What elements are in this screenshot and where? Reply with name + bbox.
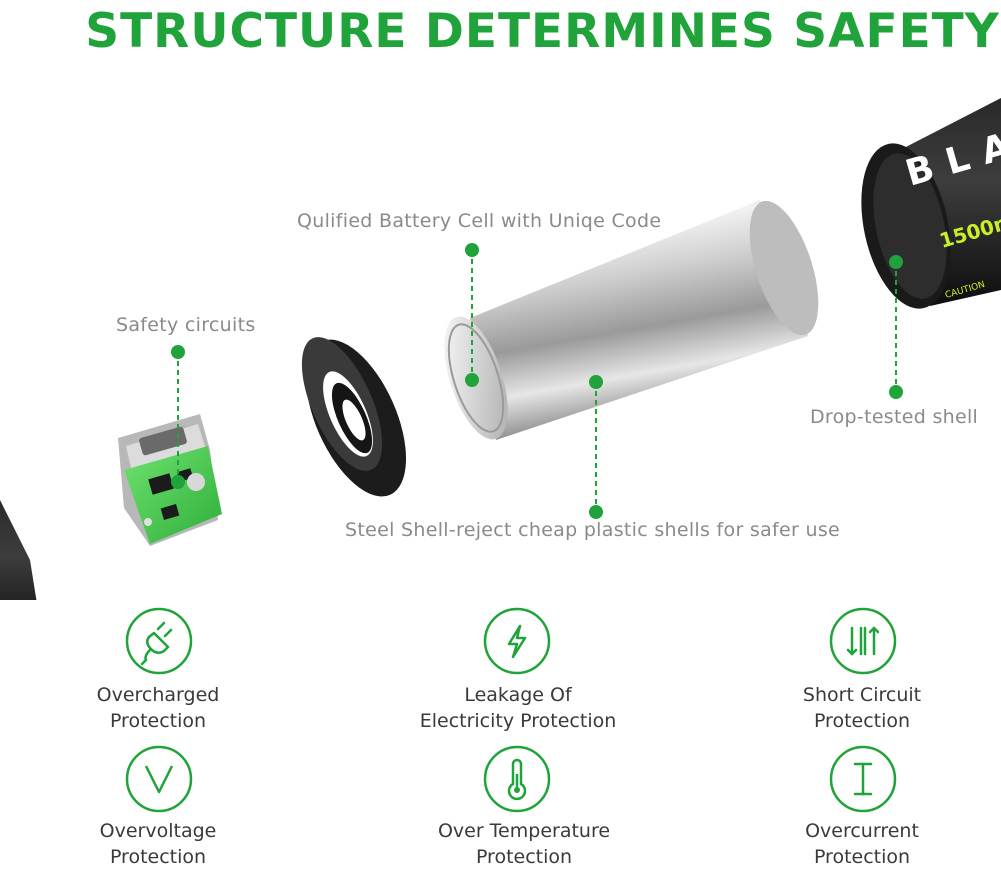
callout-lines	[177, 250, 897, 512]
drop-tested-shell: BLA 1500m CAUTION	[861, 98, 1001, 309]
plug-icon	[125, 607, 193, 675]
current-icon	[829, 745, 897, 813]
callout-steel-shell: Steel Shell-reject cheap plastic shells …	[345, 519, 841, 541]
arrows-icon	[829, 607, 897, 675]
insulator-ring	[301, 337, 407, 497]
thermometer-icon	[483, 745, 551, 813]
battery-exploded-view: BLA 1500m CAUTION	[0, 98, 1001, 600]
black-shell-end	[0, 500, 37, 600]
callout-dots	[171, 243, 903, 519]
lightning-icon	[483, 607, 551, 675]
page-title: STRUCTURE DETERMINES SAFETY	[85, 4, 1000, 59]
callout-safety-circuits: Safety circuits	[116, 314, 256, 336]
chevron-down-icon	[125, 745, 193, 813]
safety-circuit-board	[118, 414, 222, 546]
callout-cell: Qulified Battery Cell with Uniqe Code	[297, 210, 662, 232]
callout-drop-tested-shell: Drop-tested shell	[810, 406, 979, 428]
